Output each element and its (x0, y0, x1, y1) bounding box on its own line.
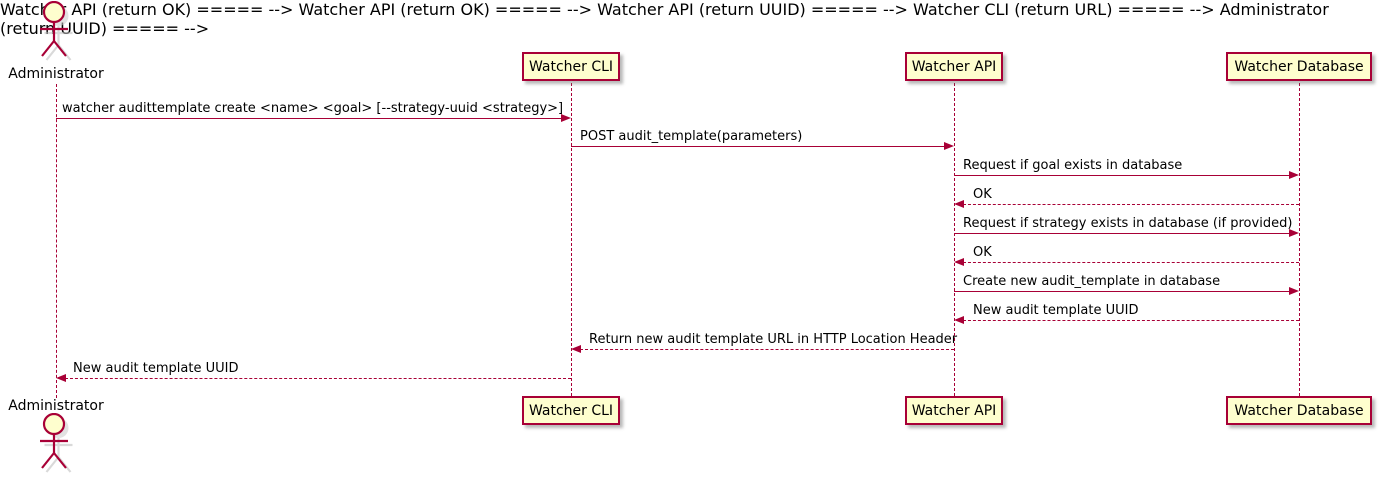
message-line-4 (963, 204, 1299, 205)
actor-administrator-label-top: Administrator (8, 66, 104, 82)
message-label-ok-strategy: OK (973, 245, 992, 260)
arrowhead-left-icon (954, 200, 964, 208)
participant-watcher-cli-bottom: Watcher CLI (522, 396, 620, 425)
message-line-5 (954, 233, 1291, 234)
lifeline-administrator (56, 84, 57, 398)
lifeline-watcher-database (1299, 83, 1300, 396)
message-line-2 (571, 146, 946, 147)
message-label-new-uuid-admin: New audit template UUID (73, 361, 239, 376)
arrowhead-left-icon (571, 345, 581, 353)
message-label-request-strategy-exists: Request if strategy exists in database (… (963, 216, 1293, 231)
message-label-new-uuid-db: New audit template UUID (973, 303, 1139, 318)
actor-administrator-label-bottom: Administrator (8, 398, 104, 414)
participant-watcher-database-top: Watcher Database (1226, 52, 1372, 81)
message-line-3 (954, 175, 1291, 176)
participant-watcher-api-bottom: Watcher API (905, 396, 1003, 425)
message-label-post-audit-template: POST audit_template(parameters) (580, 129, 803, 144)
arrowhead-right-icon (1289, 287, 1299, 295)
message-line-8 (963, 320, 1299, 321)
arrowhead-left-icon (56, 374, 66, 382)
participant-watcher-cli-top: Watcher CLI (522, 52, 620, 81)
actor-administrator-figure-top (34, 0, 80, 69)
arrowhead-right-icon (944, 142, 954, 150)
arrowhead-left-icon (954, 316, 964, 324)
message-line-6 (963, 262, 1299, 263)
arrowhead-right-icon (1289, 229, 1299, 237)
lifeline-watcher-cli (571, 83, 572, 396)
message-label-request-goal-exists: Request if goal exists in database (963, 158, 1183, 173)
message-label-create-audittemplate: watcher audittemplate create <name> <goa… (62, 101, 564, 116)
participant-watcher-database-bottom: Watcher Database (1226, 396, 1372, 425)
message-line-1 (56, 118, 563, 119)
message-label-return-url: Return new audit template URL in HTTP Lo… (589, 332, 958, 347)
arrowhead-right-icon (1289, 171, 1299, 179)
lifeline-watcher-api (954, 83, 955, 396)
actor-icon (40, 0, 73, 61)
arrowhead-left-icon (954, 258, 964, 266)
message-line-10 (65, 378, 571, 379)
participant-watcher-api-top: Watcher API (905, 52, 1003, 81)
actor-administrator-figure-bottom (34, 412, 80, 483)
message-line-7 (954, 291, 1291, 292)
arrowhead-right-icon (561, 114, 571, 122)
actor-icon (40, 412, 73, 473)
message-line-9 (580, 349, 954, 350)
message-label-ok-goal: OK (973, 187, 992, 202)
message-label-create-audit-template-db: Create new audit_template in database (963, 274, 1221, 289)
